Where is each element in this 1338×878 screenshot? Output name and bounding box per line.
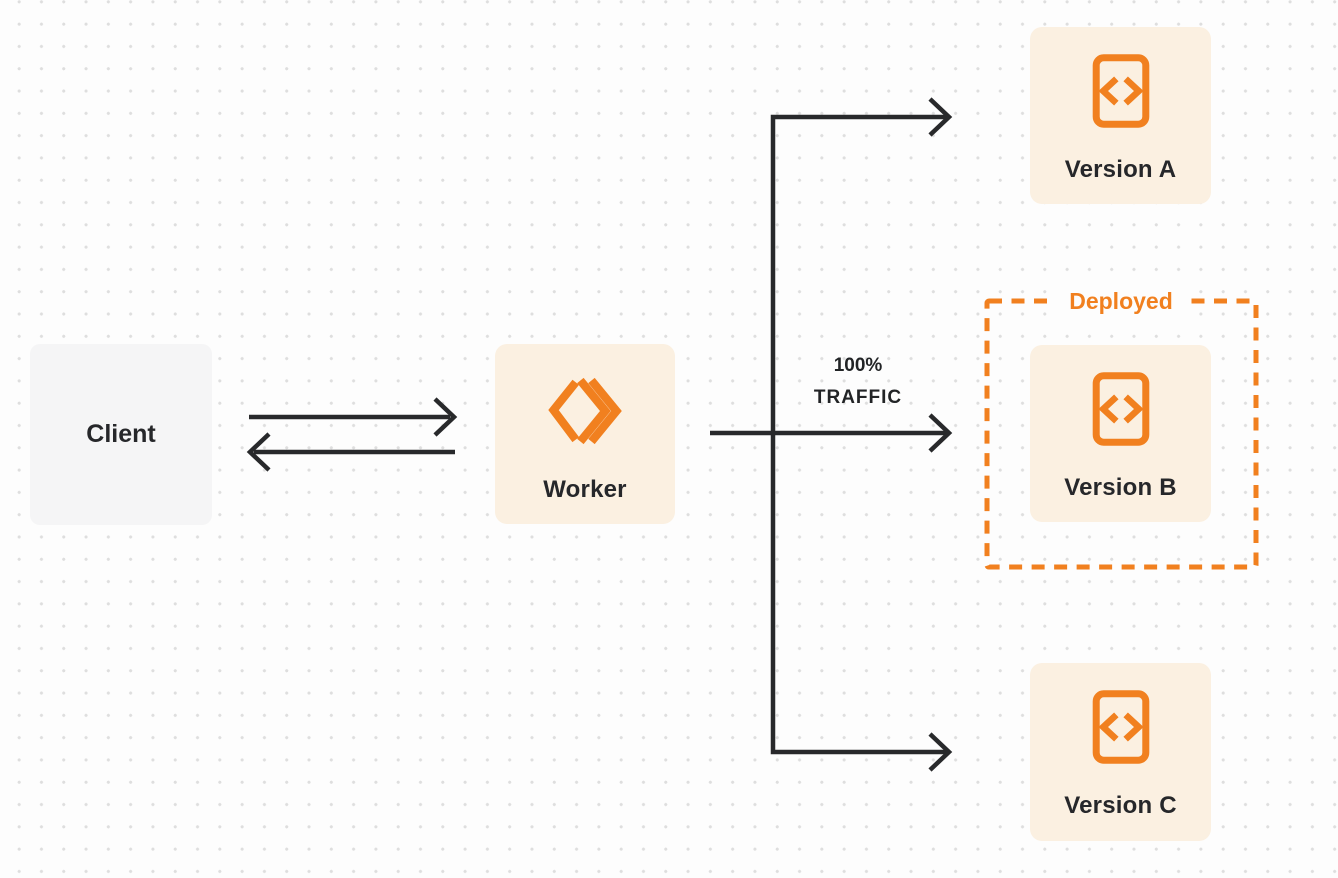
traffic-word: TRAFFIC	[813, 387, 903, 408]
version-a-label: Version A	[1064, 156, 1177, 183]
node-client: Client	[30, 344, 212, 525]
node-version-a: Version A	[1030, 27, 1211, 204]
traffic-percent: 100%	[833, 355, 883, 376]
arrowhead-version-a	[928, 97, 953, 137]
version-c-label: Version C	[1064, 792, 1177, 819]
workers-chevron-icon	[548, 377, 622, 445]
code-file-icon	[1092, 54, 1149, 128]
code-file-icon	[1092, 372, 1149, 446]
deployed-badge: Deployed	[1056, 286, 1186, 316]
node-worker: Worker	[495, 344, 675, 524]
deployed-region-border	[984, 298, 1259, 570]
arrowhead-to-client	[246, 432, 271, 472]
node-version-c: Version C	[1030, 663, 1211, 841]
worker-label: Worker	[543, 476, 627, 503]
version-b-label: Version B	[1064, 474, 1177, 501]
traffic-annotation: 100% TRAFFIC	[814, 350, 902, 414]
client-label: Client	[86, 420, 156, 448]
arrowhead-version-b	[928, 413, 953, 453]
code-file-icon	[1092, 690, 1149, 764]
arrowhead-to-worker	[433, 397, 458, 437]
arrowhead-version-c	[928, 732, 953, 772]
node-version-b: Version B	[1030, 345, 1211, 522]
